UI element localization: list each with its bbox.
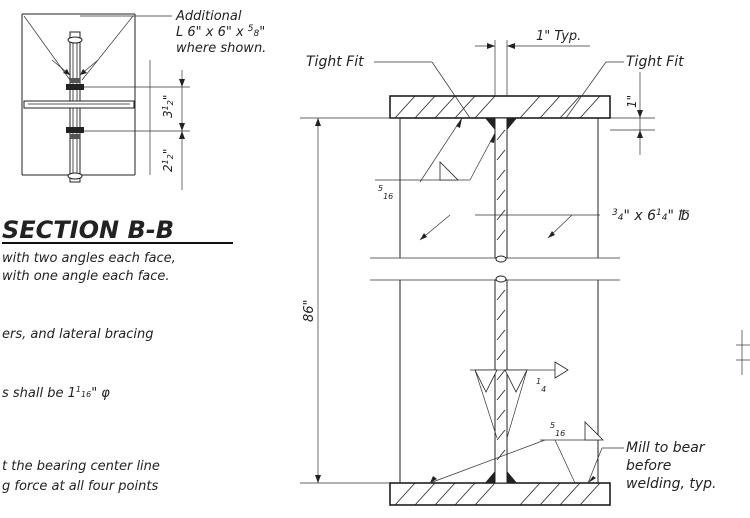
svg-text:1": 1"	[625, 95, 639, 108]
callout-line1: Additional	[175, 9, 242, 24]
weld-bot: 516	[550, 421, 565, 438]
tight-fit-left: Tight Fit	[306, 54, 364, 70]
tight-fit-right: Tight Fit	[626, 54, 684, 70]
svg-text:212": 212"	[161, 149, 175, 172]
typ-label: 1" Typ.	[536, 29, 581, 44]
mill-line3: welding, typ.	[626, 476, 717, 492]
stiffener-elevation: 1" Typ. Tight Fit Tight Fit 1" 86"	[300, 29, 717, 506]
dim-lower: 212"	[161, 149, 175, 172]
height-dim: 86"	[302, 299, 317, 322]
svg-text:312": 312"	[161, 95, 175, 118]
note-4: s shall be 1116" φ	[2, 385, 110, 401]
section-title: SECTION B-B	[2, 216, 174, 244]
note-5: t the bearing center line	[2, 459, 160, 474]
notes: with two angles each face, with one angl…	[2, 251, 176, 494]
mill-line1: Mill to bear	[626, 440, 706, 456]
note-6: g force at all four points	[2, 479, 158, 494]
callout-line2: L 6" x 6" x 58"	[176, 24, 265, 40]
weld-top: 516	[378, 184, 393, 201]
svg-text:86": 86"	[302, 299, 317, 322]
note-2: with one angle each face.	[2, 269, 170, 284]
dim-top: 1"	[625, 95, 639, 108]
plate-callout: 34" x 614" ℔	[612, 208, 690, 224]
section-bb-detail: Additional L 6" x 6" x 58" where shown. …	[21, 9, 266, 190]
callout-line3: where shown.	[176, 41, 266, 56]
weld-mid: 14	[536, 377, 546, 394]
dim-upper: 312"	[161, 95, 175, 118]
note-1: with two angles each face,	[2, 251, 176, 266]
note-3: ers, and lateral bracing	[2, 327, 154, 342]
edge-partial-mark	[736, 330, 750, 375]
mill-line2: before	[626, 458, 671, 474]
